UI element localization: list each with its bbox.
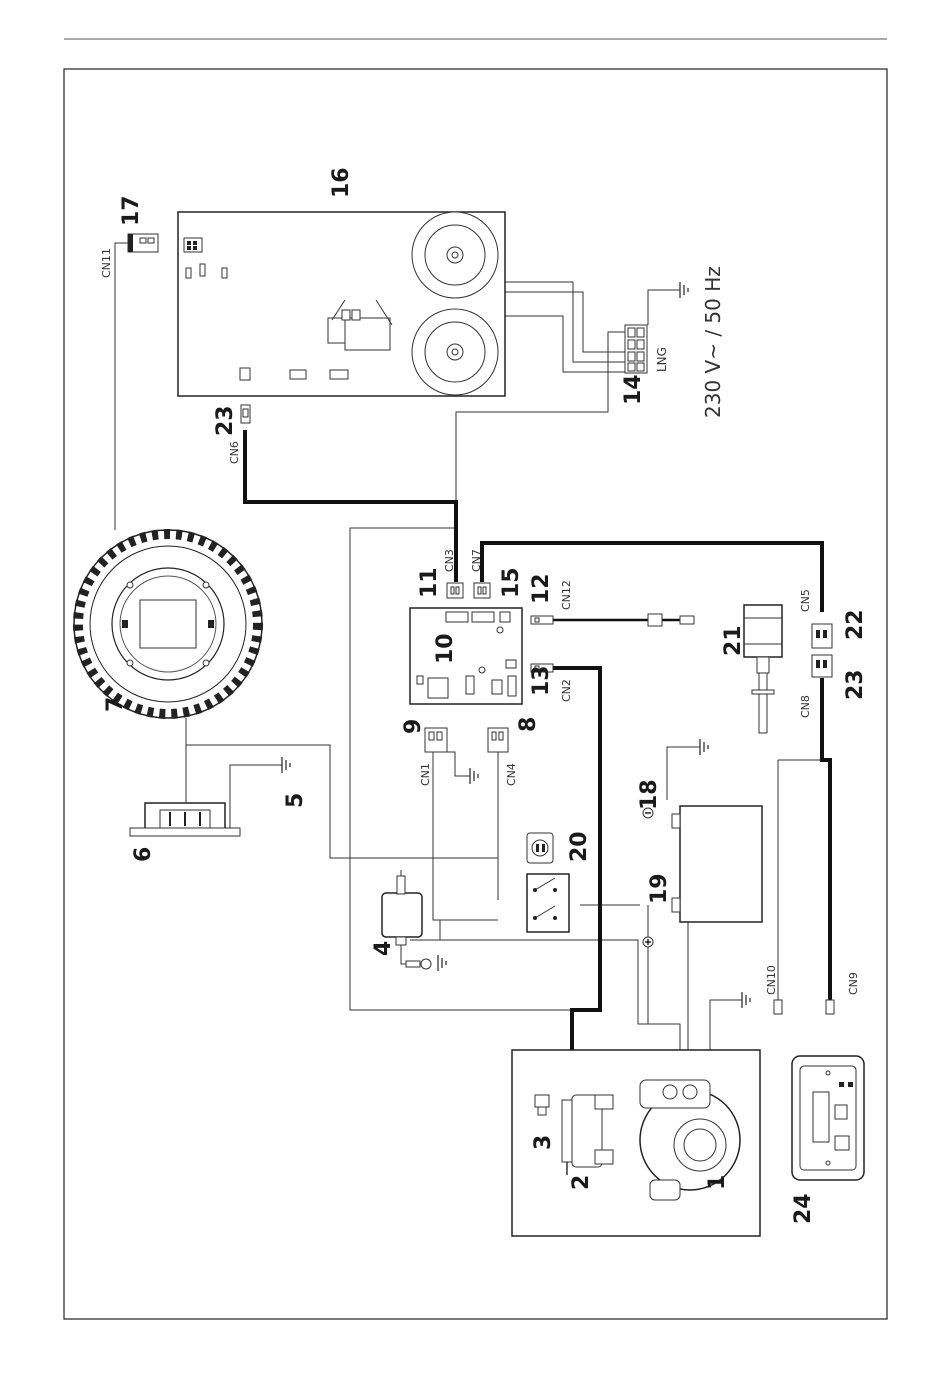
- label-4: 4: [371, 941, 396, 956]
- label-11: 11: [417, 567, 442, 598]
- label-1: 1: [705, 1175, 730, 1190]
- label-9: 9: [401, 719, 426, 734]
- label-23-right: 23: [843, 669, 868, 700]
- cn11-label: CN11: [100, 248, 113, 278]
- label-15: 15: [499, 567, 524, 598]
- connector-17: [128, 234, 158, 252]
- connectors-22-23: [812, 624, 832, 677]
- terminal-block-14: [625, 325, 647, 373]
- cn6-label: CN6: [228, 441, 241, 464]
- label-22: 22: [843, 609, 868, 640]
- connectors-12-13: [531, 616, 553, 672]
- cn5-label: CN5: [799, 589, 812, 612]
- relay-box: [527, 874, 569, 932]
- label-2: 2: [569, 1175, 594, 1190]
- cn4-label: CN4: [505, 763, 518, 786]
- connectors-9-8: [425, 728, 508, 752]
- label-14: 14: [621, 374, 646, 405]
- label-7: 7: [103, 697, 128, 712]
- label-3: 3: [531, 1135, 556, 1150]
- label-8: 8: [516, 717, 541, 732]
- cn2-label: CN2: [560, 679, 573, 702]
- label-10: 10: [433, 633, 458, 664]
- connectors-11-15: [447, 583, 490, 598]
- control-board-10: [410, 608, 522, 704]
- switch-20: [527, 833, 553, 863]
- cn10-label: CN10: [765, 965, 778, 995]
- label-18: 18: [637, 779, 662, 810]
- control-panel-24: [792, 1056, 864, 1180]
- cn1-label: CN1: [419, 763, 432, 786]
- connector-23-top: [241, 405, 250, 423]
- combustion-fan-7: [74, 530, 262, 718]
- label-17: 17: [119, 195, 144, 226]
- component-6: [130, 803, 240, 836]
- end-connectors-cn10-cn9: [774, 1000, 834, 1014]
- label-21: 21: [721, 625, 746, 656]
- label-5: 5: [283, 793, 308, 808]
- cn9-label: CN9: [847, 972, 860, 995]
- supply-voltage: 230 V~ / 50 Hz: [701, 266, 725, 418]
- label-12: 12: [529, 573, 554, 604]
- label-20: 20: [567, 831, 592, 862]
- cn8-label: CN8: [799, 695, 812, 718]
- supply-terminals: LNG: [655, 347, 669, 372]
- cn3-label: CN3: [443, 549, 456, 572]
- label-13: 13: [529, 665, 554, 696]
- cn7-label: CN7: [470, 549, 483, 572]
- label-6: 6: [131, 847, 156, 862]
- power-board-16: [178, 212, 505, 396]
- sensor-21: [648, 605, 782, 733]
- label-19: 19: [647, 873, 672, 904]
- label-16: 16: [329, 167, 354, 198]
- label-24: 24: [791, 1193, 816, 1224]
- cn12-label: CN12: [560, 580, 573, 610]
- label-23-top: 23: [213, 405, 238, 436]
- supply-labels: 230 V~ / 50 Hz LNG: [655, 266, 725, 418]
